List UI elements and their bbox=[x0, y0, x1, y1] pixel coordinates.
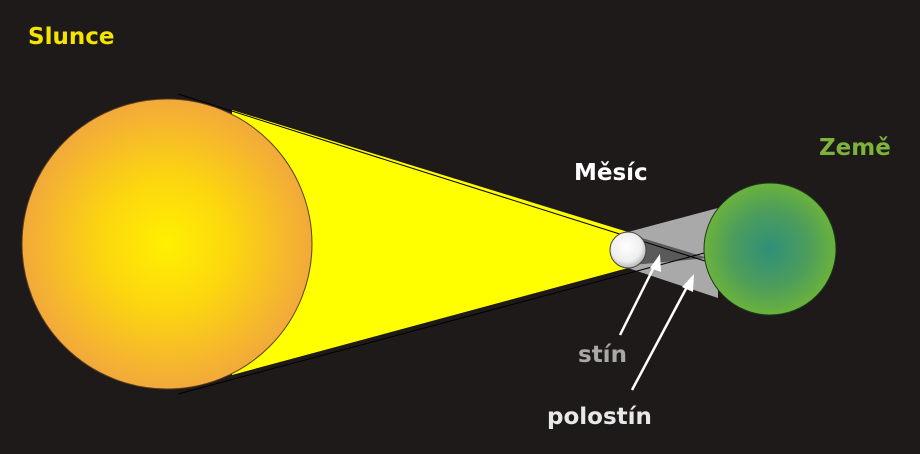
sun-label: Slunce bbox=[28, 24, 114, 50]
light-cone bbox=[232, 110, 628, 375]
penumbra-arrow-line bbox=[630, 284, 690, 391]
earth bbox=[703, 182, 837, 316]
sun bbox=[21, 98, 313, 390]
umbra-label: stín bbox=[578, 342, 627, 368]
penumbra-label: polostín bbox=[547, 404, 652, 430]
moon bbox=[609, 231, 647, 269]
moon-label: Měsíc bbox=[574, 160, 648, 186]
umbra-arrow-head bbox=[650, 254, 661, 272]
umbra-arrow-line bbox=[618, 264, 657, 336]
earth-label: Země bbox=[819, 135, 891, 161]
penumbra-arrow-head bbox=[682, 274, 694, 292]
tangent-line-lower bbox=[177, 251, 709, 395]
